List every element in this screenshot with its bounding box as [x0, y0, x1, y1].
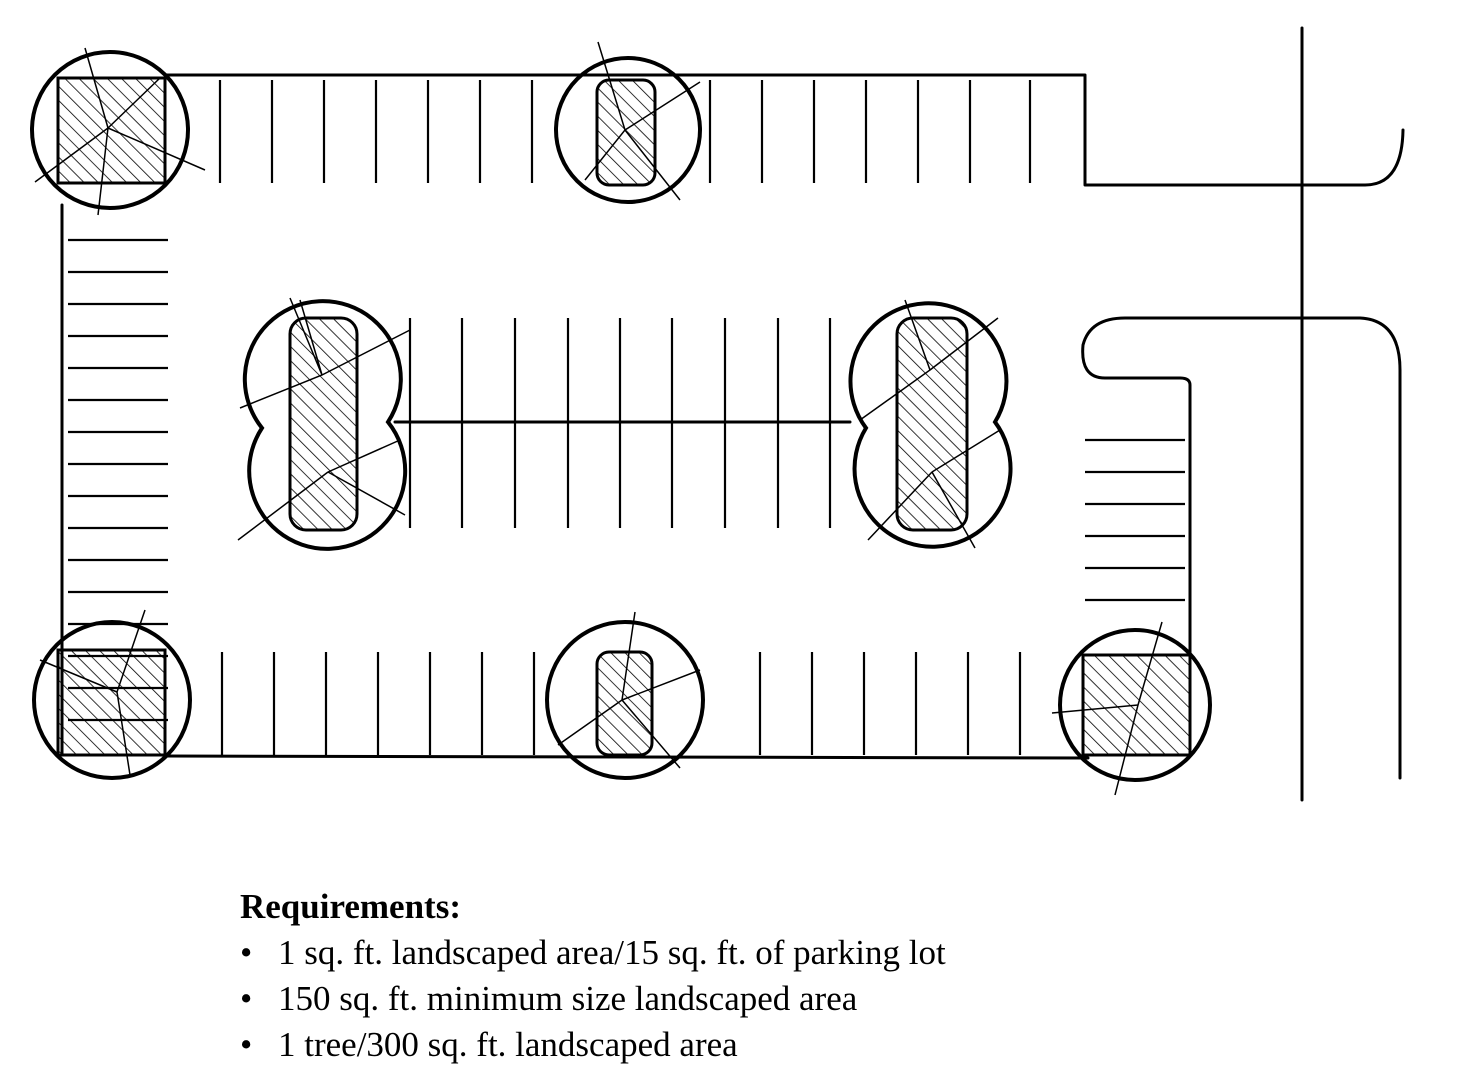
tree-canopy-pair-icon — [848, 301, 1013, 549]
lot-outline-bottom — [163, 754, 1090, 760]
tree-branches-icon — [1051, 621, 1163, 796]
tree-canopy-icon — [32, 620, 192, 780]
tree-branches-icon — [867, 429, 1001, 549]
tree-branches-icon — [239, 297, 411, 409]
island-middle-left — [288, 316, 359, 532]
lot-outline-top — [163, 73, 1405, 187]
tree-canopy-icon — [1058, 628, 1212, 782]
tree-canopy-pair-icon — [242, 299, 408, 551]
island-bottom-right — [1081, 653, 1192, 757]
lot-outline-right — [1081, 316, 1402, 780]
tree-branches-icon — [237, 439, 406, 541]
island-top-middle — [595, 78, 657, 187]
tree-branches-icon — [557, 611, 701, 769]
parking-lot-diagram — [30, 26, 1405, 802]
island-top-left — [56, 76, 167, 185]
tree-branches-icon — [34, 47, 206, 216]
tree-canopy-icon — [554, 56, 702, 204]
requirements-title: Requirements: — [240, 887, 461, 926]
tree-branches-icon — [859, 299, 999, 421]
requirement-item: 1 tree/300 sq. ft. landscaped area — [240, 1022, 946, 1068]
island-bottom-left — [56, 648, 167, 757]
tree-branches-icon — [584, 41, 701, 201]
requirements-block: Requirements: 1 sq. ft. landscaped area/… — [240, 884, 946, 1068]
requirements-list: 1 sq. ft. landscaped area/15 sq. ft. of … — [240, 930, 946, 1068]
island-middle-right — [895, 316, 969, 532]
tree-branches-icon — [39, 609, 146, 776]
requirement-item: 150 sq. ft. minimum size landscaped area — [240, 976, 946, 1022]
tree-canopy-icon — [545, 620, 705, 780]
tree-canopy-icon — [30, 50, 190, 210]
requirement-item: 1 sq. ft. landscaped area/15 sq. ft. of … — [240, 930, 946, 976]
